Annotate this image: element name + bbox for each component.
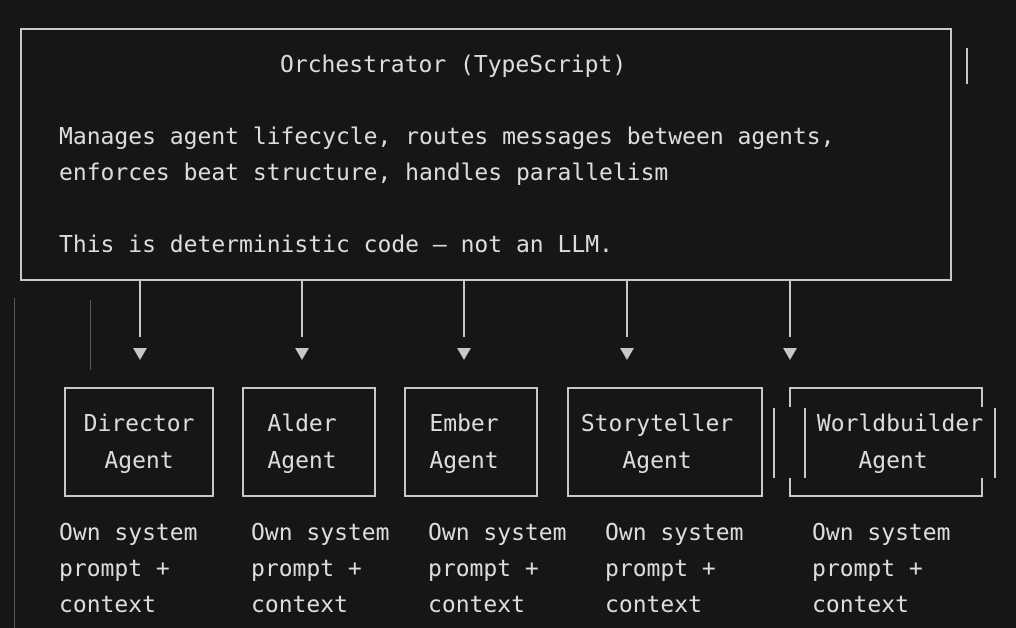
worldbuilder-right-edge: [994, 408, 996, 478]
orchestrator-desc-line2: enforces beat structure, handles paralle…: [59, 160, 669, 186]
worldbuilder-desc-line2: prompt +: [812, 556, 923, 582]
worldbuilder-left-edge: [804, 408, 806, 478]
ember-agent-name-line2: Agent: [429, 448, 499, 474]
worldbuilder-desc-line3: context: [812, 592, 909, 618]
storyteller-agent-name-line1: Storyteller: [580, 411, 734, 437]
connector-director: [139, 281, 141, 337]
orchestrator-note: This is deterministic code — not an LLM.: [59, 232, 613, 258]
arrow-director: [133, 348, 147, 360]
worldbuilder-corner-br: [981, 478, 983, 497]
storyteller-desc-line2: prompt +: [605, 556, 716, 582]
alder-agent-name-line2: Agent: [267, 448, 337, 474]
orchestrator-desc-line1: Manages agent lifecycle, routes messages…: [59, 124, 835, 150]
director-desc-line2: prompt +: [59, 556, 170, 582]
worldbuilder-corner-tl: [789, 387, 791, 407]
director-desc-line3: context: [59, 592, 156, 618]
connector-worldbuilder: [789, 281, 791, 337]
worldbuilder-desc-line1: Own system: [812, 520, 951, 546]
storyteller-edge-fragment: [773, 408, 775, 478]
worldbuilder-corner-tr: [981, 387, 983, 407]
worldbuilder-top-edge: [789, 387, 983, 389]
worldbuilder-bottom-edge: [789, 495, 983, 497]
orchestrator-title: Orchestrator (TypeScript): [280, 52, 627, 78]
gutter-line: [14, 298, 15, 628]
worldbuilder-corner-bl: [789, 478, 791, 497]
arrow-ember: [457, 348, 471, 360]
director-desc-line1: Own system: [59, 520, 198, 546]
arrow-worldbuilder: [783, 348, 797, 360]
alder-desc-line1: Own system: [251, 520, 390, 546]
worldbuilder-agent-name-line1: Worldbuilder: [816, 411, 984, 437]
worldbuilder-agent-name-line2: Agent: [858, 448, 928, 474]
alder-agent-box: [242, 387, 376, 497]
arrow-alder: [295, 348, 309, 360]
storyteller-agent-name-line2: Agent: [622, 448, 692, 474]
ember-agent-box: [404, 387, 538, 497]
connector-storyteller: [626, 281, 628, 337]
director-agent-name-line2: Agent: [104, 448, 174, 474]
orchestrator-box: [20, 28, 952, 281]
alder-desc-line3: context: [251, 592, 348, 618]
connector-alder: [301, 281, 303, 337]
storyteller-agent-box: [567, 387, 763, 497]
arrow-storyteller: [620, 348, 634, 360]
storyteller-desc-line1: Own system: [605, 520, 744, 546]
connector-ember: [463, 281, 465, 337]
orchestrator-edge-fragment: [966, 48, 968, 84]
storyteller-desc-line3: context: [605, 592, 702, 618]
alder-desc-line2: prompt +: [251, 556, 362, 582]
gutter-line-2: [90, 300, 91, 370]
director-agent-name-line1: Director: [83, 411, 195, 437]
alder-agent-name-line1: Alder: [267, 411, 337, 437]
ember-agent-name-line1: Ember: [429, 411, 499, 437]
ember-desc-line3: context: [428, 592, 525, 618]
ember-desc-line1: Own system: [428, 520, 567, 546]
director-agent-box: [64, 387, 214, 497]
ember-desc-line2: prompt +: [428, 556, 539, 582]
